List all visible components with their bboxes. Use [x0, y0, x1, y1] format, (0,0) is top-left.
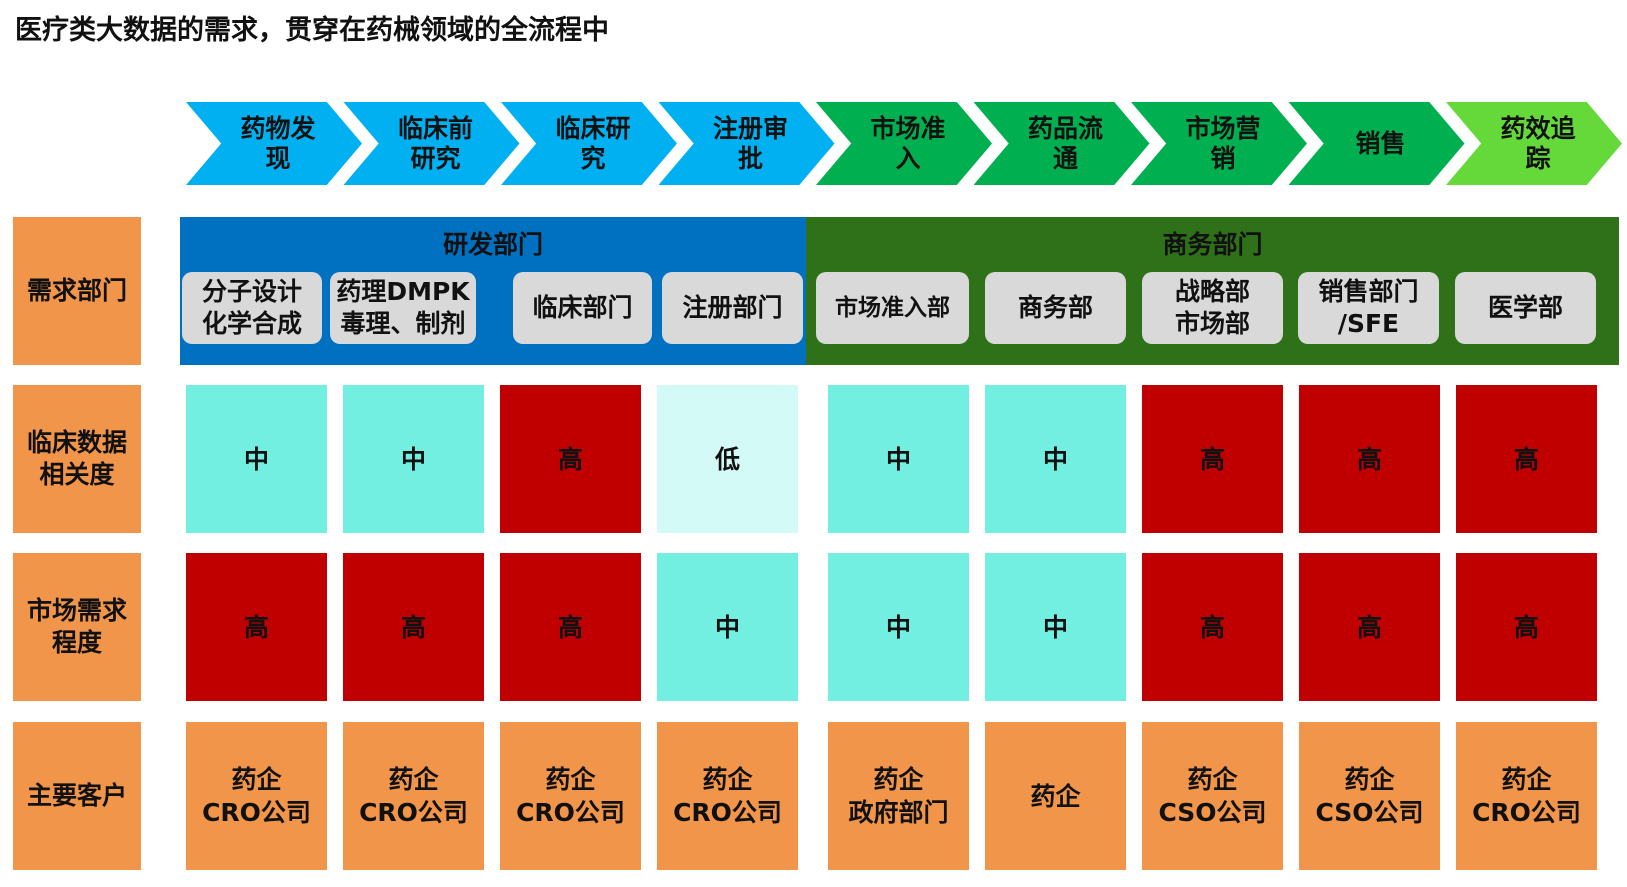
clinical-relevance-cell: 高	[500, 385, 641, 533]
stage-label: 市场准入	[870, 113, 946, 173]
row-label-clinical: 临床数据相关度	[13, 385, 141, 533]
market-demand-cell: 中	[828, 553, 969, 701]
market-demand-cell: 高	[186, 553, 327, 701]
clinical-relevance-cell: 低	[657, 385, 798, 533]
row-label-market: 市场需求程度	[13, 553, 141, 701]
stage-label: 市场营销	[1185, 113, 1261, 173]
stage-arrow: 销售	[1288, 102, 1465, 185]
page-title: 医疗类大数据的需求，贯穿在药械领域的全流程中	[15, 15, 609, 46]
row-label-customer: 主要客户	[13, 722, 141, 870]
market-demand-cell: 高	[343, 553, 484, 701]
clinical-relevance-cell: 中	[343, 385, 484, 533]
clinical-relevance-cell: 高	[1142, 385, 1283, 533]
customer-cell: 药企政府部门	[828, 722, 969, 870]
department-pill: 分子设计化学合成	[182, 272, 322, 344]
department-pill: 销售部门/SFE	[1298, 272, 1439, 344]
clinical-relevance-cell: 高	[1299, 385, 1440, 533]
department-pill: 市场准入部	[816, 272, 969, 344]
clinical-relevance-cell: 中	[828, 385, 969, 533]
stage-arrow: 市场营销	[1131, 102, 1307, 185]
department-pill: 战略部市场部	[1142, 272, 1283, 344]
rd-group-title: 研发部门	[442, 230, 543, 259]
stage-label: 临床研究	[555, 113, 631, 173]
department-pill: 医学部	[1455, 272, 1596, 344]
department-pill: 商务部	[985, 272, 1126, 344]
stage-label: 临床前研究	[397, 113, 473, 173]
market-demand-cell: 高	[1142, 553, 1283, 701]
row-label-dept: 需求部门	[13, 217, 141, 365]
stage-label: 药物发现	[240, 113, 316, 173]
stage-label: 药效追踪	[1500, 113, 1576, 173]
stage-arrow: 市场准入	[816, 102, 992, 185]
stage-arrow: 注册审批	[658, 102, 835, 185]
stage-label: 销售	[1355, 128, 1406, 158]
stage-label: 药品流通	[1027, 113, 1103, 173]
department-pill: 临床部门	[513, 272, 652, 344]
market-demand-cell: 中	[985, 553, 1126, 701]
stage-label: 注册审批	[712, 113, 788, 173]
clinical-relevance-cell: 中	[186, 385, 327, 533]
department-pill: 注册部门	[662, 272, 803, 344]
clinical-relevance-cell: 高	[1456, 385, 1597, 533]
clinical-relevance-cell: 中	[985, 385, 1126, 533]
stage-arrow: 药效追踪	[1446, 102, 1622, 185]
stage-arrow: 药品流通	[973, 102, 1150, 185]
stage-arrow: 药物发现	[186, 102, 362, 185]
market-demand-cell: 中	[657, 553, 798, 701]
market-demand-cell: 高	[500, 553, 641, 701]
business-group-title: 商务部门	[1162, 230, 1263, 259]
customer-cell: 药企	[985, 722, 1126, 870]
market-demand-cell: 高	[1456, 553, 1597, 701]
stage-arrow: 临床前研究	[343, 102, 520, 185]
stage-arrow: 临床研究	[501, 102, 677, 185]
market-demand-cell: 高	[1299, 553, 1440, 701]
